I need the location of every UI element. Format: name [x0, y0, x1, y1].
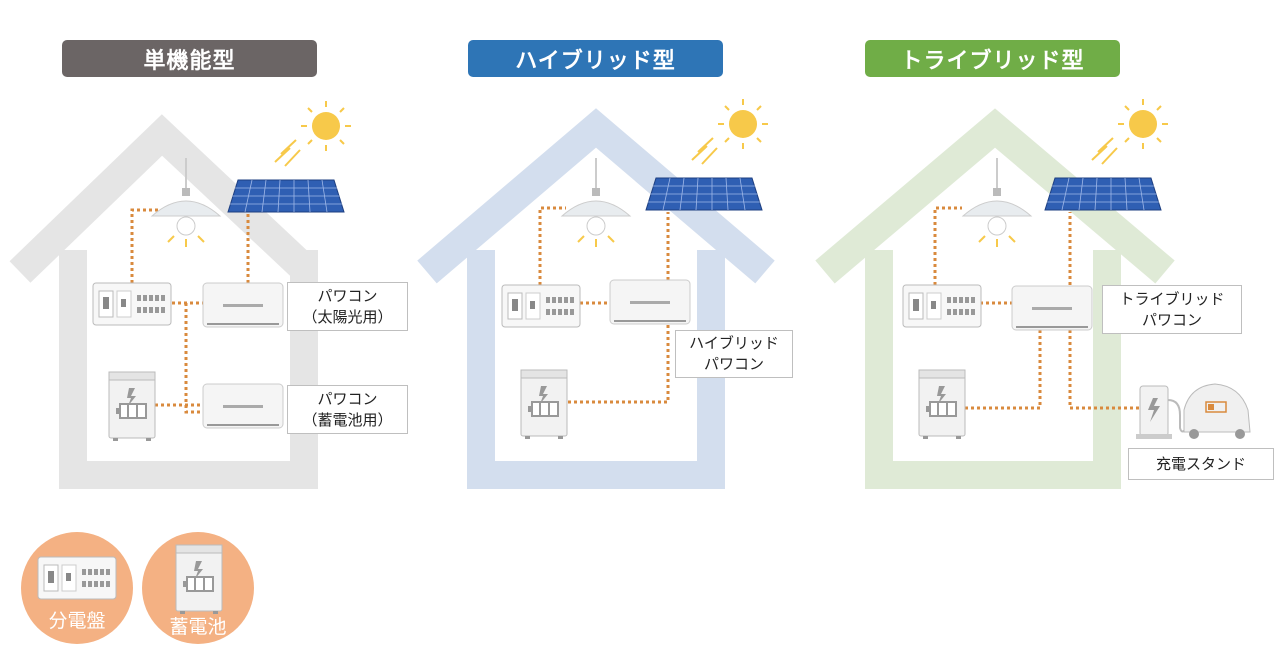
- house-tribrid: [815, 98, 1251, 489]
- house-roof: [815, 108, 1175, 284]
- label-line: パワコン: [317, 286, 378, 305]
- sun-icon: [1091, 98, 1169, 165]
- label-line: パワコン: [1141, 310, 1202, 329]
- legend-label-board: 分電盤: [48, 610, 106, 632]
- power-conditioner-icon: [202, 383, 284, 429]
- wiring: [130, 208, 250, 414]
- label-line: （蓄電池用）: [302, 410, 393, 429]
- label-line: パワコン: [703, 355, 764, 373]
- house-walls: [59, 250, 318, 489]
- storage-battery-icon: [108, 371, 156, 442]
- storage-battery-icon: [175, 544, 223, 615]
- lamp-icon: [962, 157, 1032, 248]
- label-battery-pcs: パワコン （蓄電池用）: [287, 385, 408, 434]
- solar-panel-icon: [227, 179, 345, 213]
- label-ev-stand: 充電スタンド: [1128, 448, 1274, 480]
- sun-icon: [274, 100, 352, 167]
- tribrid-power-conditioner-icon: [1011, 285, 1093, 331]
- electric-car-icon: [1183, 383, 1251, 439]
- house-roof: [417, 108, 775, 284]
- label-pv-pcs: パワコン （太陽光用）: [287, 282, 408, 331]
- house-walls: [865, 250, 1121, 489]
- storage-battery-icon: [918, 369, 966, 440]
- power-conditioner-icon: [202, 282, 284, 328]
- distribution-board-icon: [37, 556, 117, 600]
- distribution-board-icon: [501, 284, 581, 328]
- legend-label-battery: 蓄電池: [169, 616, 227, 638]
- solar-panel-icon: [1044, 177, 1162, 211]
- title-hybrid: ハイブリッド型: [468, 40, 723, 77]
- label-tribrid-pcs: トライブリッド パワコン: [1102, 285, 1242, 334]
- wiring: [538, 206, 670, 404]
- label-line: （太陽光用）: [302, 307, 393, 326]
- label-line: ハイブリッド: [689, 334, 779, 352]
- label-line: トライブリッド: [1119, 289, 1225, 308]
- lamp-icon: [561, 157, 631, 248]
- sun-icon: [691, 98, 769, 165]
- storage-battery-icon: [520, 369, 568, 440]
- label-hybrid-pcs: ハイブリッド パワコン: [675, 330, 793, 378]
- distribution-board-icon: [92, 282, 172, 326]
- wiring: [933, 206, 1140, 410]
- label-line: 充電スタンド: [1155, 454, 1246, 473]
- distribution-board-icon: [902, 284, 982, 328]
- title-tribrid: トライブリッド型: [865, 40, 1120, 77]
- label-line: パワコン: [317, 389, 378, 408]
- hybrid-power-conditioner-icon: [609, 279, 691, 325]
- ev-charger-icon: [1136, 385, 1187, 439]
- solar-panel-icon: [645, 177, 763, 211]
- house-roof: [9, 114, 319, 283]
- title-single-function: 単機能型: [62, 40, 317, 77]
- house-single-function: [9, 100, 352, 489]
- house-hybrid: [417, 98, 775, 489]
